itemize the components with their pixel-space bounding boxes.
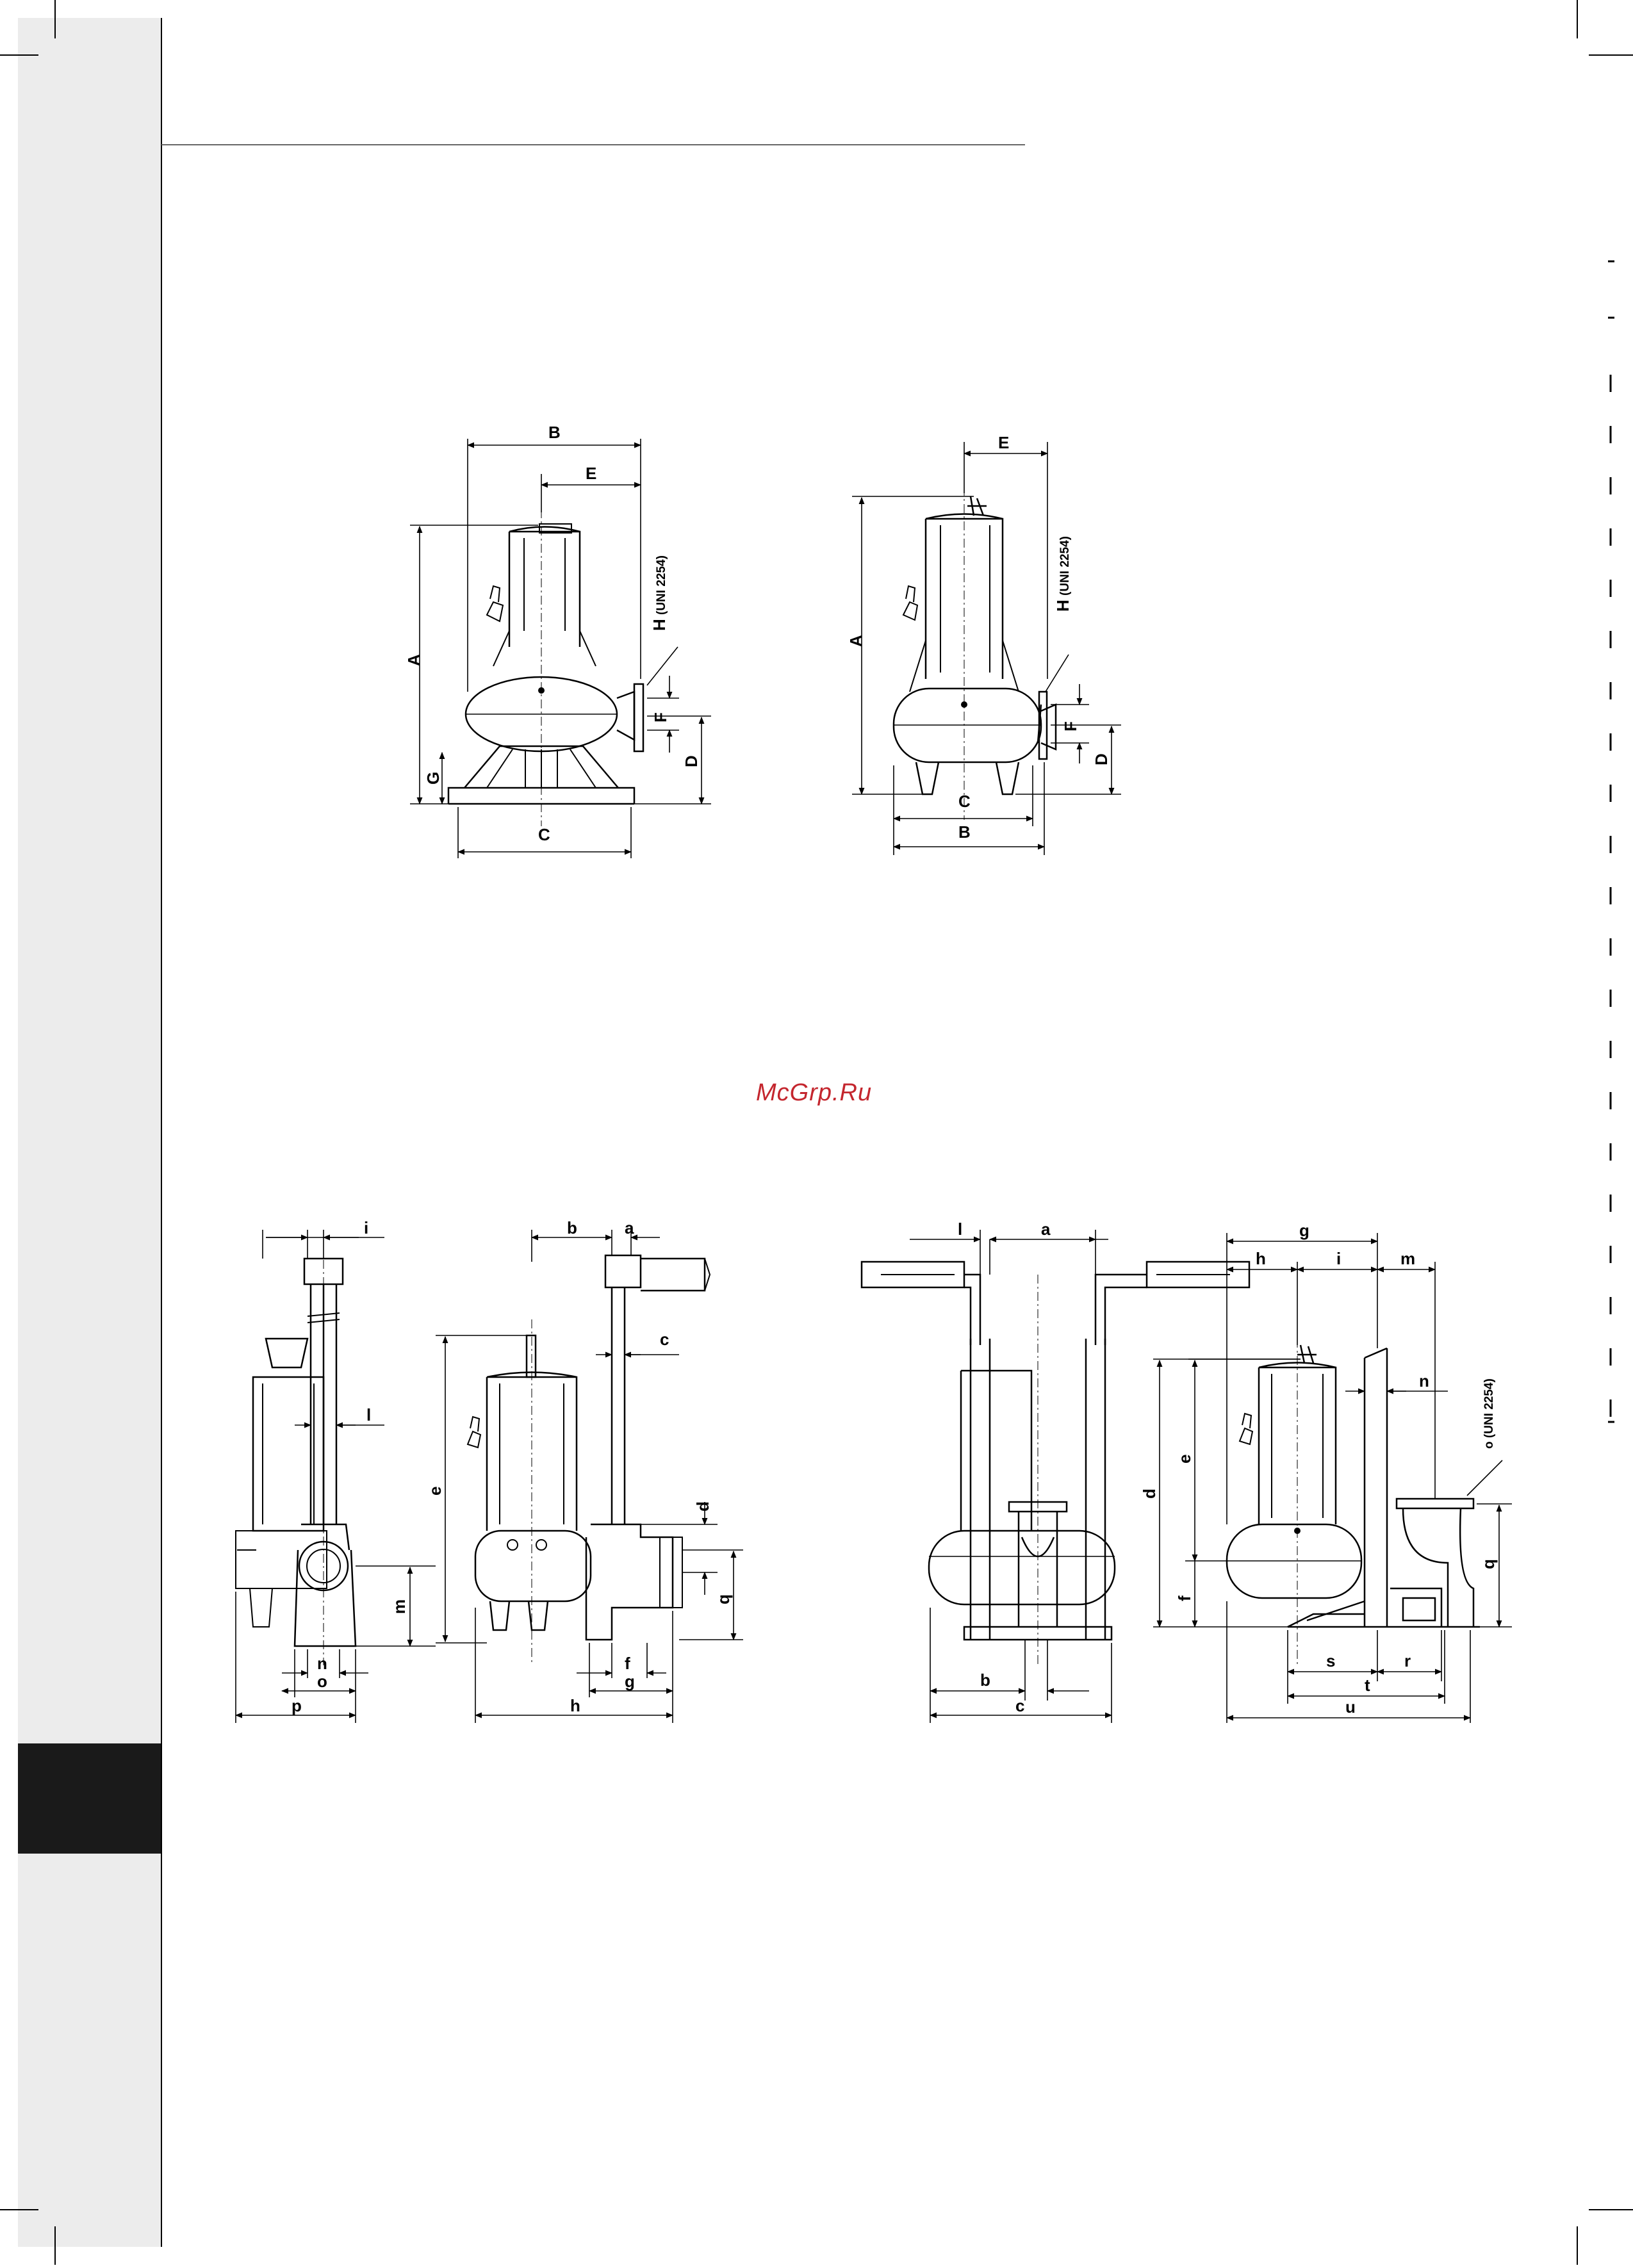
fig1-label-g: G [423,772,443,785]
fig4-dimension-lines [436,1230,743,1723]
fig1-label-a: A [404,654,423,666]
fig6-label-f: f [1175,1595,1194,1601]
pump-drawing-on-feet [894,487,1056,820]
fig6-label-m: m [1400,1249,1415,1268]
fig6-label-q: q [1479,1559,1498,1569]
fig5-label-b: b [980,1670,990,1690]
fig6-label-n: n [1419,1371,1429,1391]
fig3-label-l: l [366,1405,371,1424]
fig1-label-f: F [651,712,670,722]
fig2-label-e: E [998,433,1009,452]
fig1-label-b: B [548,423,561,442]
fig6-label-g: g [1299,1221,1309,1240]
pump-front-view-guide-rails [236,1243,356,1665]
fig4-label-c: c [660,1330,669,1349]
fig4-label-h: h [570,1696,580,1715]
fig5-dimension-lines [910,1230,1112,1723]
fig6-label-e: e [1175,1455,1194,1464]
pump-drawing-on-stand [448,509,643,826]
fig3-labels: i l m n o p [291,1218,409,1715]
fig6-label-t: t [1365,1676,1370,1695]
fig2-label-uni: (UNI 2254) [1058,536,1072,596]
fig2-label-d: D [1092,753,1111,765]
left-margin-strip [18,18,161,2247]
section-tab [18,1743,161,1854]
fig3-label-n: n [317,1654,327,1673]
fig3-label-i: i [364,1218,368,1237]
fig5-label-a: a [1041,1220,1051,1239]
fig2-label-b: B [958,822,971,842]
fig2-label-h: H [1053,600,1072,612]
pump-side-view-guide-rails [468,1255,710,1665]
fig1-label-e: E [586,464,596,483]
fig3-label-o: o [317,1672,327,1691]
fig6-label-i: i [1336,1249,1341,1268]
right-edge-ticks [1608,261,1614,1422]
fig6-label-u: u [1345,1697,1356,1717]
fig6-dimension-lines [1153,1233,1512,1723]
fig6-label-d: d [1140,1489,1159,1499]
fig4-label-f: f [625,1654,630,1673]
fig4-labels: b a c e d q f g h [425,1218,733,1715]
watermark: McGrp.Ru [756,1079,872,1106]
fig4-label-d: d [693,1501,712,1512]
fig6-labels: g h i m n o (UNI 2254) d e f q s r t u [1140,1221,1498,1717]
fig2-label-f: F [1061,721,1080,731]
fig2-label-c: C [958,792,971,811]
pump-side-view-pipe-support [1227,1339,1480,1665]
fig6-label-o: o (UNI 2254) [1482,1378,1496,1449]
fig1-labels: B E A H (UNI 2254) F D G C [404,423,701,844]
fig4-label-e: e [425,1487,445,1496]
fig5-labels: l a b c [958,1220,1051,1715]
fig2-label-a: A [846,635,866,647]
fig4-label-b: b [567,1218,577,1237]
fig2-labels: E A H (UNI 2254) F D C B [846,433,1111,842]
fig4-label-q: q [714,1594,733,1604]
fig1-dimension-lines [410,439,711,858]
fig6-label-s: s [1326,1651,1335,1670]
fig1-label-d: D [682,755,701,767]
fig1-label-uni: (UNI 2254) [655,555,668,615]
fig5-label-c: c [1015,1696,1024,1715]
fig3-label-p: p [291,1696,302,1715]
fig1-label-h: H [650,619,669,631]
fig1-label-c: C [538,825,550,844]
fig4-label-g: g [625,1672,635,1691]
fig5-label-l: l [958,1220,962,1239]
fig6-label-h: h [1256,1249,1266,1268]
fig4-label-a: a [625,1218,634,1237]
fig3-label-m: m [390,1599,409,1614]
fig6-label-r: r [1404,1651,1411,1670]
fig2-dimension-lines [852,442,1121,855]
